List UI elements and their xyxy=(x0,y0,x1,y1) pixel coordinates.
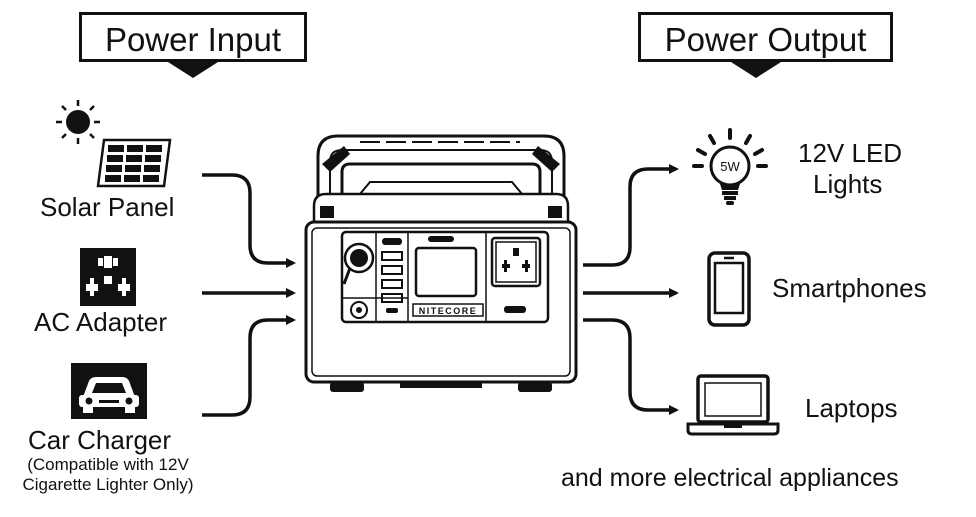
laptop-icon xyxy=(686,374,780,436)
device-brand-text: NITECORE xyxy=(419,306,478,316)
laptops-label: Laptops xyxy=(805,393,898,423)
lights-connector xyxy=(583,164,679,267)
input-header-pointer xyxy=(168,62,218,78)
sun-icon xyxy=(56,100,100,144)
solar-panel-icon xyxy=(56,100,172,188)
car-icon xyxy=(71,363,147,419)
smartphones-label: Smartphones xyxy=(772,273,927,303)
output-header-pointer xyxy=(731,62,781,78)
smartphone-icon xyxy=(707,251,751,327)
led-lights-label-line2: Lights xyxy=(813,169,883,199)
power-output-title: Power Output xyxy=(664,21,867,58)
car-charger-note-line2: Cigarette Lighter Only) xyxy=(22,475,194,494)
appliances-footer: and more electrical appliances xyxy=(561,464,899,492)
power-output-header: Power Output xyxy=(638,12,893,62)
car-charger-label: Car Charger xyxy=(28,425,172,455)
laptop-connector xyxy=(583,318,679,415)
power-input-header: Power Input xyxy=(79,12,307,62)
car-charger-note-line1: (Compatible with 12V xyxy=(27,455,189,474)
solar-connector xyxy=(202,173,296,268)
car-connector xyxy=(202,315,296,417)
power-input-title: Power Input xyxy=(104,21,282,58)
light-bulb-icon: 5W xyxy=(692,128,768,205)
ac-socket-icon xyxy=(80,248,136,306)
ac-adapter-label: AC Adapter xyxy=(34,307,167,337)
solar-panel-label: Solar Panel xyxy=(40,192,175,222)
led-lights-label-line1: 12V LED xyxy=(798,138,903,168)
power-station-icon: NITECORE xyxy=(304,134,578,392)
bulb-wattage: 5W xyxy=(720,159,740,174)
panel-grid xyxy=(96,138,172,188)
